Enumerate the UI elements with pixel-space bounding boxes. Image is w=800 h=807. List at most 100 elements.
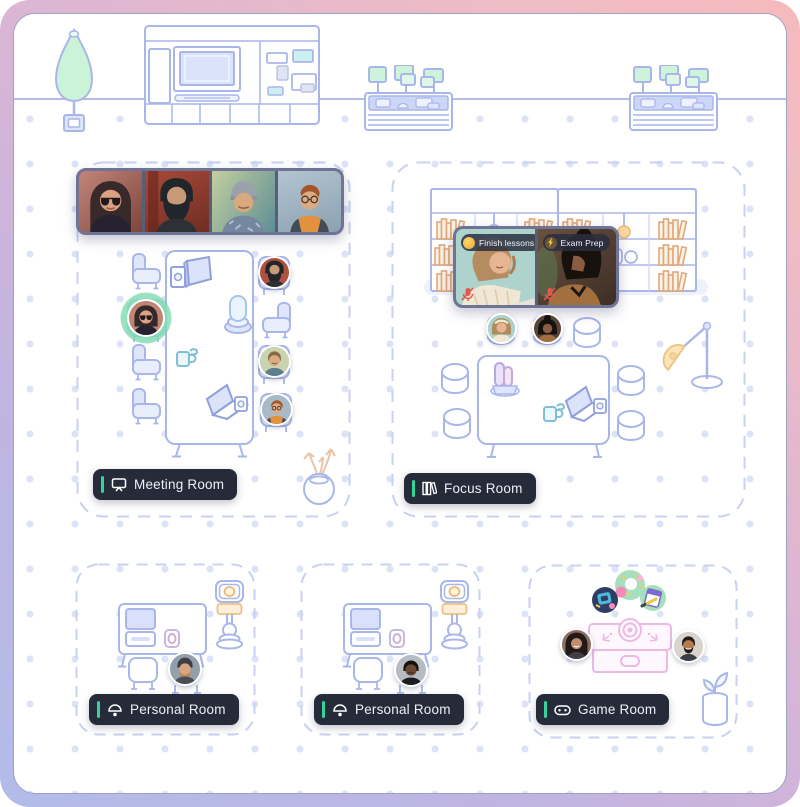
woman-bun-avatar-art (534, 315, 561, 342)
tree-in-pot (54, 27, 94, 132)
focus-room-label-text: Focus Room (444, 481, 523, 496)
man-cap-photo (221, 181, 265, 232)
pedestal-mirror (215, 580, 244, 650)
stool (353, 657, 383, 690)
avatar-man-turtleneck[interactable] (394, 653, 428, 687)
clipboard-pencil-badge (640, 585, 666, 611)
active-indicator-bar (322, 701, 325, 718)
game-table (588, 618, 672, 673)
video-tile-woman-headband[interactable]: Finish lessons (456, 229, 535, 305)
donut-party-badge (615, 570, 645, 600)
avatar-man-beard[interactable] (258, 256, 291, 289)
status-text: Exam Prep (560, 237, 604, 248)
cactus-icon (490, 362, 520, 397)
room-personal-1[interactable]: Personal Room (75, 563, 256, 736)
man-beard-photo (148, 171, 198, 232)
man-turtleneck-avatar-art (396, 655, 426, 685)
room-game[interactable]: Game Room (528, 564, 738, 739)
personal-room-2-furniture (343, 580, 469, 694)
avatar-man-beanie[interactable] (168, 652, 202, 686)
woman-headband-photo (461, 237, 535, 305)
desk-lamp-icon (107, 703, 123, 717)
focus-room-furniture (424, 188, 723, 458)
man-beanie-avatar-art (170, 654, 200, 684)
woman-headband-avatar-art (488, 315, 515, 342)
personal-room-2-label[interactable]: Personal Room (314, 694, 464, 725)
avatar-woman-bun[interactable] (532, 313, 563, 344)
focus-video-call-strip[interactable]: Finish lessons (453, 226, 619, 308)
stool (128, 657, 158, 690)
video-tile-woman-bun[interactable]: Exam Prep (537, 229, 616, 305)
laptop-icon (564, 385, 607, 423)
room-personal-2[interactable]: Personal Room (300, 563, 481, 736)
status-badge-finish-lessons: Finish lessons (461, 234, 535, 251)
mic-muted-icon (461, 287, 474, 301)
meeting-room-label[interactable]: Meeting Room (93, 469, 238, 500)
status-text: Finish lessons (479, 237, 535, 248)
desk-lamp-icon (332, 703, 348, 717)
man-short-hair-avatar-art (260, 347, 289, 376)
mug-icon (176, 348, 199, 367)
avatar-woman-long-hair[interactable] (560, 628, 593, 661)
board-game-badge (592, 587, 618, 613)
focus-room-border (391, 161, 746, 518)
top-wall-band (14, 14, 786, 98)
avatar-woman-headband[interactable] (486, 313, 517, 344)
video-tile-man-beard[interactable] (145, 171, 209, 232)
laptop-icon (205, 383, 250, 421)
room-focus[interactable]: Finish lessons (391, 161, 746, 518)
flexed-biceps-emoji (463, 236, 475, 249)
personal-room-1-label[interactable]: Personal Room (89, 694, 239, 725)
personal-room-2-border (300, 563, 481, 736)
meeting-room-border (76, 161, 351, 518)
microphone-icon (224, 295, 252, 334)
woman-long-hair-avatar-art (562, 630, 591, 659)
high-voltage-emoji (544, 236, 557, 249)
game-room-border (528, 564, 738, 739)
pedestal-mirror (440, 580, 469, 650)
woman-sunglasses-avatar-art (129, 301, 163, 335)
video-tile-man-cap[interactable] (211, 171, 275, 232)
floor-lamp-icon (662, 321, 723, 389)
man-hoodie-photo (290, 184, 329, 232)
man-beard-avatar-art (260, 258, 289, 287)
avatar-woman-sunglasses[interactable] (127, 299, 165, 337)
focus-room-label[interactable]: Focus Room (404, 473, 536, 504)
gamepad-icon (554, 702, 571, 717)
workstation-bank-right (629, 65, 718, 131)
video-tile-man-hoodie[interactable] (277, 171, 341, 232)
woman-sunglasses-photo (90, 181, 131, 232)
game-room-label[interactable]: Game Room (536, 694, 670, 725)
desk (118, 603, 207, 668)
room-meeting[interactable]: Meeting Room (76, 161, 351, 518)
media-console (144, 25, 320, 125)
laptop-icon (170, 255, 213, 289)
active-indicator-bar (97, 701, 100, 718)
avatar-man-short-hair[interactable] (258, 345, 291, 378)
game-room-label-text: Game Room (578, 702, 657, 717)
dried-plant-icon (303, 448, 336, 505)
game-room-furniture (588, 570, 729, 726)
avatar-man-hoodie[interactable] (260, 393, 293, 426)
mic-muted-icon (542, 287, 556, 301)
personal-room-1-border (75, 563, 256, 736)
active-indicator-bar (101, 476, 104, 493)
personal-room-1-label-text: Personal Room (130, 702, 226, 717)
workstation-bank-left (364, 65, 453, 131)
video-tile-woman-sunglasses[interactable] (79, 171, 143, 232)
mug-icon (543, 403, 566, 422)
active-indicator-bar (412, 480, 415, 497)
meeting-video-call-strip[interactable] (76, 168, 344, 235)
avatar-man-tan-beard[interactable] (672, 630, 705, 663)
meeting-room-label-text: Meeting Room (134, 477, 225, 492)
presentation-screen-icon (111, 477, 127, 492)
status-badge-exam-prep: Exam Prep (542, 234, 611, 251)
personal-room-2-label-text: Personal Room (355, 702, 451, 717)
sprout-plant (702, 671, 729, 726)
man-tan-beard-avatar-art (674, 632, 703, 661)
personal-room-1-furniture (118, 580, 244, 694)
active-indicator-bar (544, 701, 547, 718)
books-icon (422, 481, 437, 496)
